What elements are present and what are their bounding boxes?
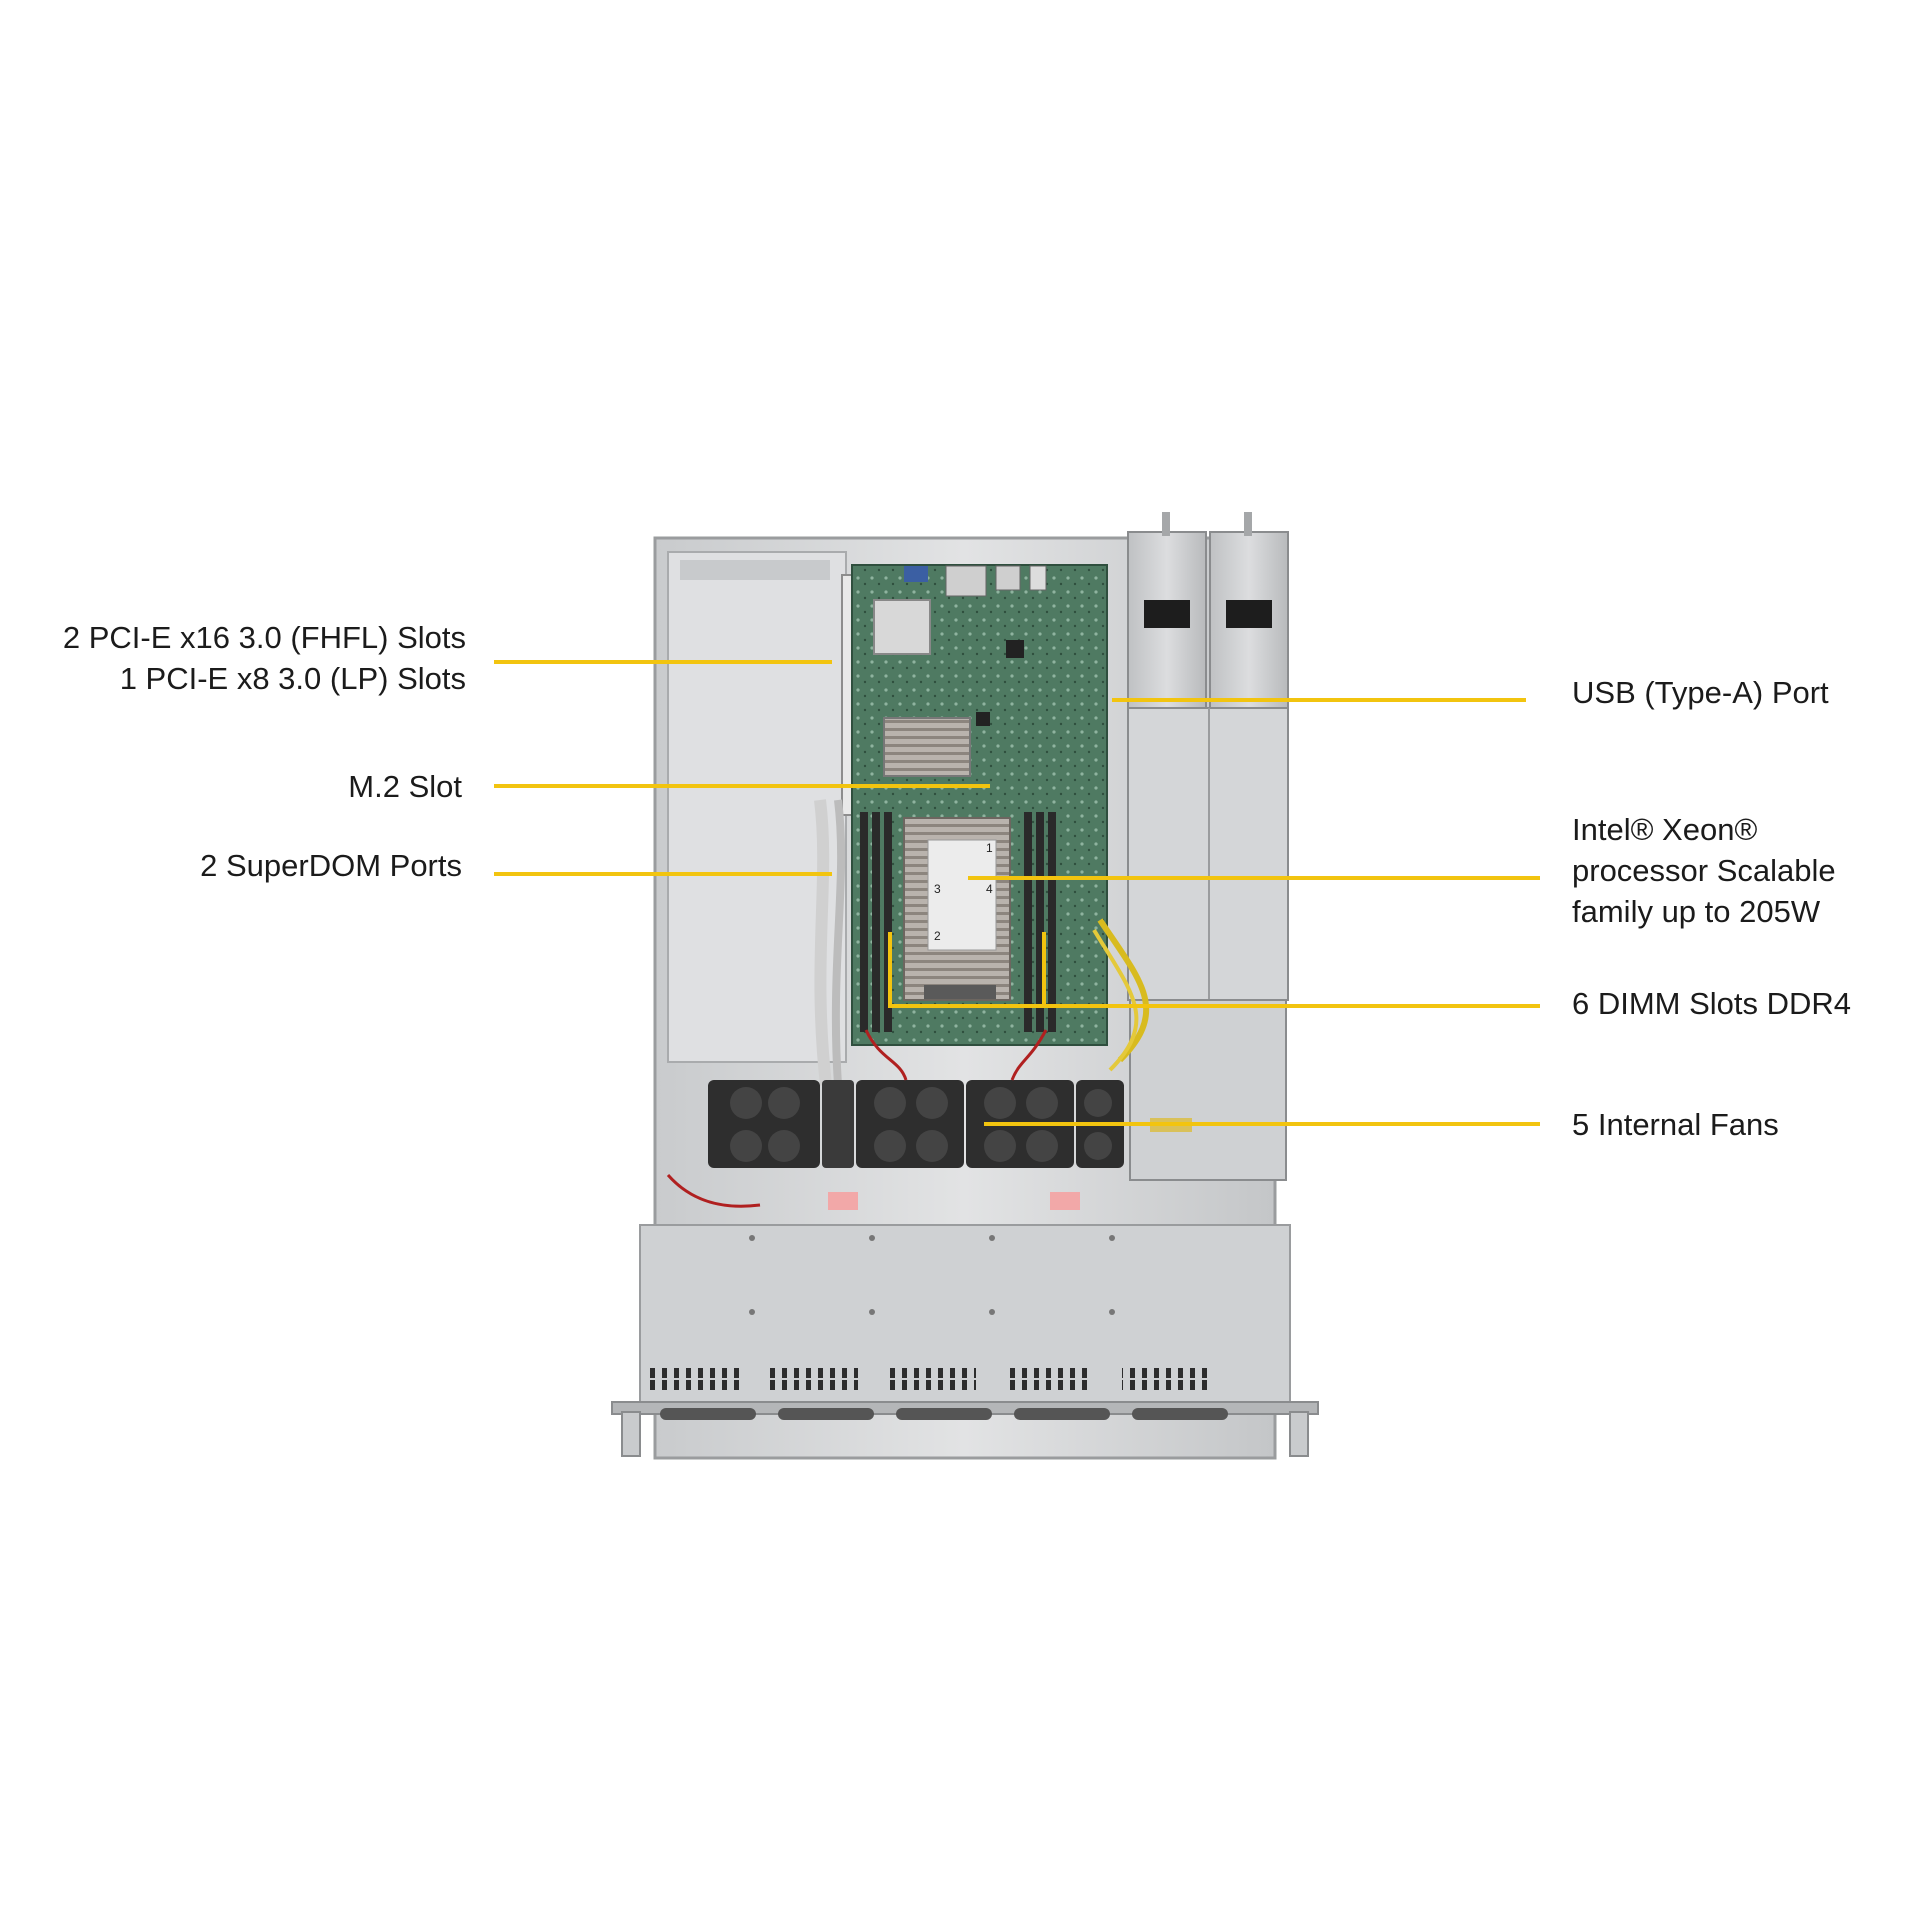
pcie-label-line-1: 2 PCI-E x16 3.0 (FHFL) Slots (62, 620, 466, 655)
superdom-cables (814, 799, 846, 1086)
power-supplies (1127, 512, 1289, 1181)
pcie-label-line-2: 1 PCI-E x8 3.0 (LP) Slots (119, 661, 466, 696)
cpu-mark-2: 2 (934, 929, 941, 943)
cpu-mark-3: 3 (934, 882, 941, 896)
pcie-slots-label: 2 PCI-E x16 3.0 (FHFL) Slots 1 PCI-E x8 … (63, 617, 466, 699)
power-cables (1092, 918, 1150, 1072)
cpu-label-line-3: family up to 205W (1572, 894, 1821, 929)
m2-slot-label: M.2 Slot (348, 769, 462, 804)
dimm-slots-label: 6 DIMM Slots DDR4 (1572, 986, 1852, 1021)
cpu-mark-1: 1 (986, 841, 993, 855)
cpu-heatsink: 1 4 3 2 (903, 817, 1011, 1001)
cpu-label-line-2: processor Scalable (1572, 853, 1836, 888)
internal-fans-label: 5 Internal Fans (1572, 1107, 1779, 1142)
cpu-label: Intel® Xeon® processor Scalable family u… (1572, 809, 1836, 932)
cpu-label-line-1: Intel® Xeon® (1572, 812, 1758, 847)
dimm-slots (860, 812, 1056, 1032)
cpu-mark-4: 4 (986, 882, 993, 896)
callout-lines (494, 660, 1540, 1126)
superdom-ports-label: 2 SuperDOM Ports (200, 848, 462, 883)
usb-port-label: USB (Type-A) Port (1572, 675, 1829, 710)
fan-wires (666, 1029, 1080, 1210)
